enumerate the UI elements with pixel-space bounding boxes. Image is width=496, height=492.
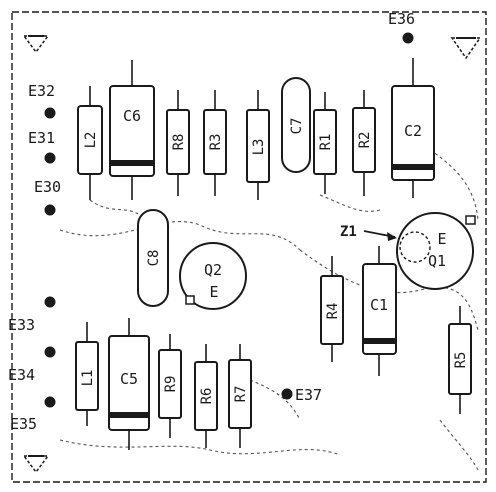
svg-text:R8: R8: [171, 134, 187, 151]
terminal-pad-E34: [44, 346, 56, 358]
svg-text:R7: R7: [233, 386, 249, 403]
resistor-R4: R4: [320, 256, 344, 362]
svg-text:C2: C2: [404, 122, 422, 140]
resistor-R8: R8: [166, 90, 190, 196]
resistor-R6: R6: [194, 344, 218, 448]
resistor-R9: R9: [158, 334, 182, 438]
zener-Z1-outline: [399, 231, 431, 263]
capacitor-C7: C7: [281, 77, 311, 173]
mounting-triangle-top-left: [22, 35, 50, 54]
svg-text:R9: R9: [163, 376, 179, 393]
inductor-L1: L1: [75, 322, 99, 426]
terminal-pad-E31: [44, 152, 56, 164]
svg-text:R3: R3: [208, 134, 224, 151]
terminal-pad-E30: [44, 204, 56, 216]
trace: [59, 221, 301, 251]
terminal-label-E34: E34: [8, 366, 35, 384]
trace: [249, 379, 301, 421]
terminal-pad-E37: [281, 388, 293, 400]
terminal-pad-E36: [402, 32, 414, 44]
terminal-pad-E33: [44, 296, 56, 308]
resistor-R3: R3: [203, 90, 227, 196]
svg-text:C6: C6: [123, 107, 141, 125]
svg-text:C8: C8: [146, 250, 162, 267]
mounting-triangle-top-right: [450, 37, 482, 60]
trace: [59, 439, 341, 456]
transistor-Q2: Q2 E: [179, 242, 247, 310]
svg-text:R4: R4: [325, 303, 341, 320]
resistor-R2: R2: [352, 90, 376, 196]
svg-text:C5: C5: [120, 370, 138, 388]
terminal-label-E30: E30: [34, 178, 61, 196]
capacitor-C6: C6: [109, 60, 155, 200]
trace: [89, 199, 141, 216]
svg-text:Q1: Q1: [428, 252, 446, 270]
resistor-R1: R1: [313, 92, 337, 194]
trace: [319, 194, 381, 212]
inductor-L3: L3: [246, 90, 270, 200]
trace: [439, 419, 479, 471]
transistor-Q1: E Q1: [396, 212, 476, 290]
zener-label-Z1: Z1: [340, 224, 357, 240]
svg-text:C1: C1: [370, 296, 388, 314]
svg-text:E: E: [209, 283, 218, 301]
terminal-pad-E32: [44, 107, 56, 119]
svg-text:E: E: [437, 230, 446, 248]
capacitor-C8: C8: [137, 209, 169, 307]
resistor-R5: R5: [448, 306, 472, 414]
terminal-pad-E35: [44, 396, 56, 408]
terminal-label-E35: E35: [10, 415, 37, 433]
board-outline: [11, 11, 487, 483]
svg-text:R1: R1: [318, 134, 334, 151]
svg-text:L1: L1: [80, 370, 96, 387]
svg-text:Q2: Q2: [204, 261, 222, 279]
z1-arrowhead: [387, 232, 397, 241]
mounting-triangle-bottom-left: [22, 455, 50, 474]
terminal-label-E31: E31: [28, 129, 55, 147]
svg-text:C7: C7: [289, 118, 305, 135]
trace: [429, 149, 479, 221]
resistor-R7: R7: [228, 344, 252, 448]
svg-text:R2: R2: [357, 132, 373, 149]
capacitor-C2: C2: [391, 58, 435, 198]
capacitor-C5: C5: [108, 318, 150, 450]
svg-text:R6: R6: [199, 388, 215, 405]
terminal-label-E37: E37: [295, 386, 322, 404]
svg-text:L2: L2: [83, 132, 99, 149]
svg-text:R5: R5: [453, 352, 469, 369]
inductor-L2: L2: [77, 86, 103, 200]
capacitor-C1: C1: [362, 246, 397, 376]
terminal-label-E36: E36: [388, 10, 415, 28]
terminal-label-E32: E32: [28, 82, 55, 100]
terminal-label-E33: E33: [8, 316, 35, 334]
svg-text:L3: L3: [251, 139, 267, 156]
